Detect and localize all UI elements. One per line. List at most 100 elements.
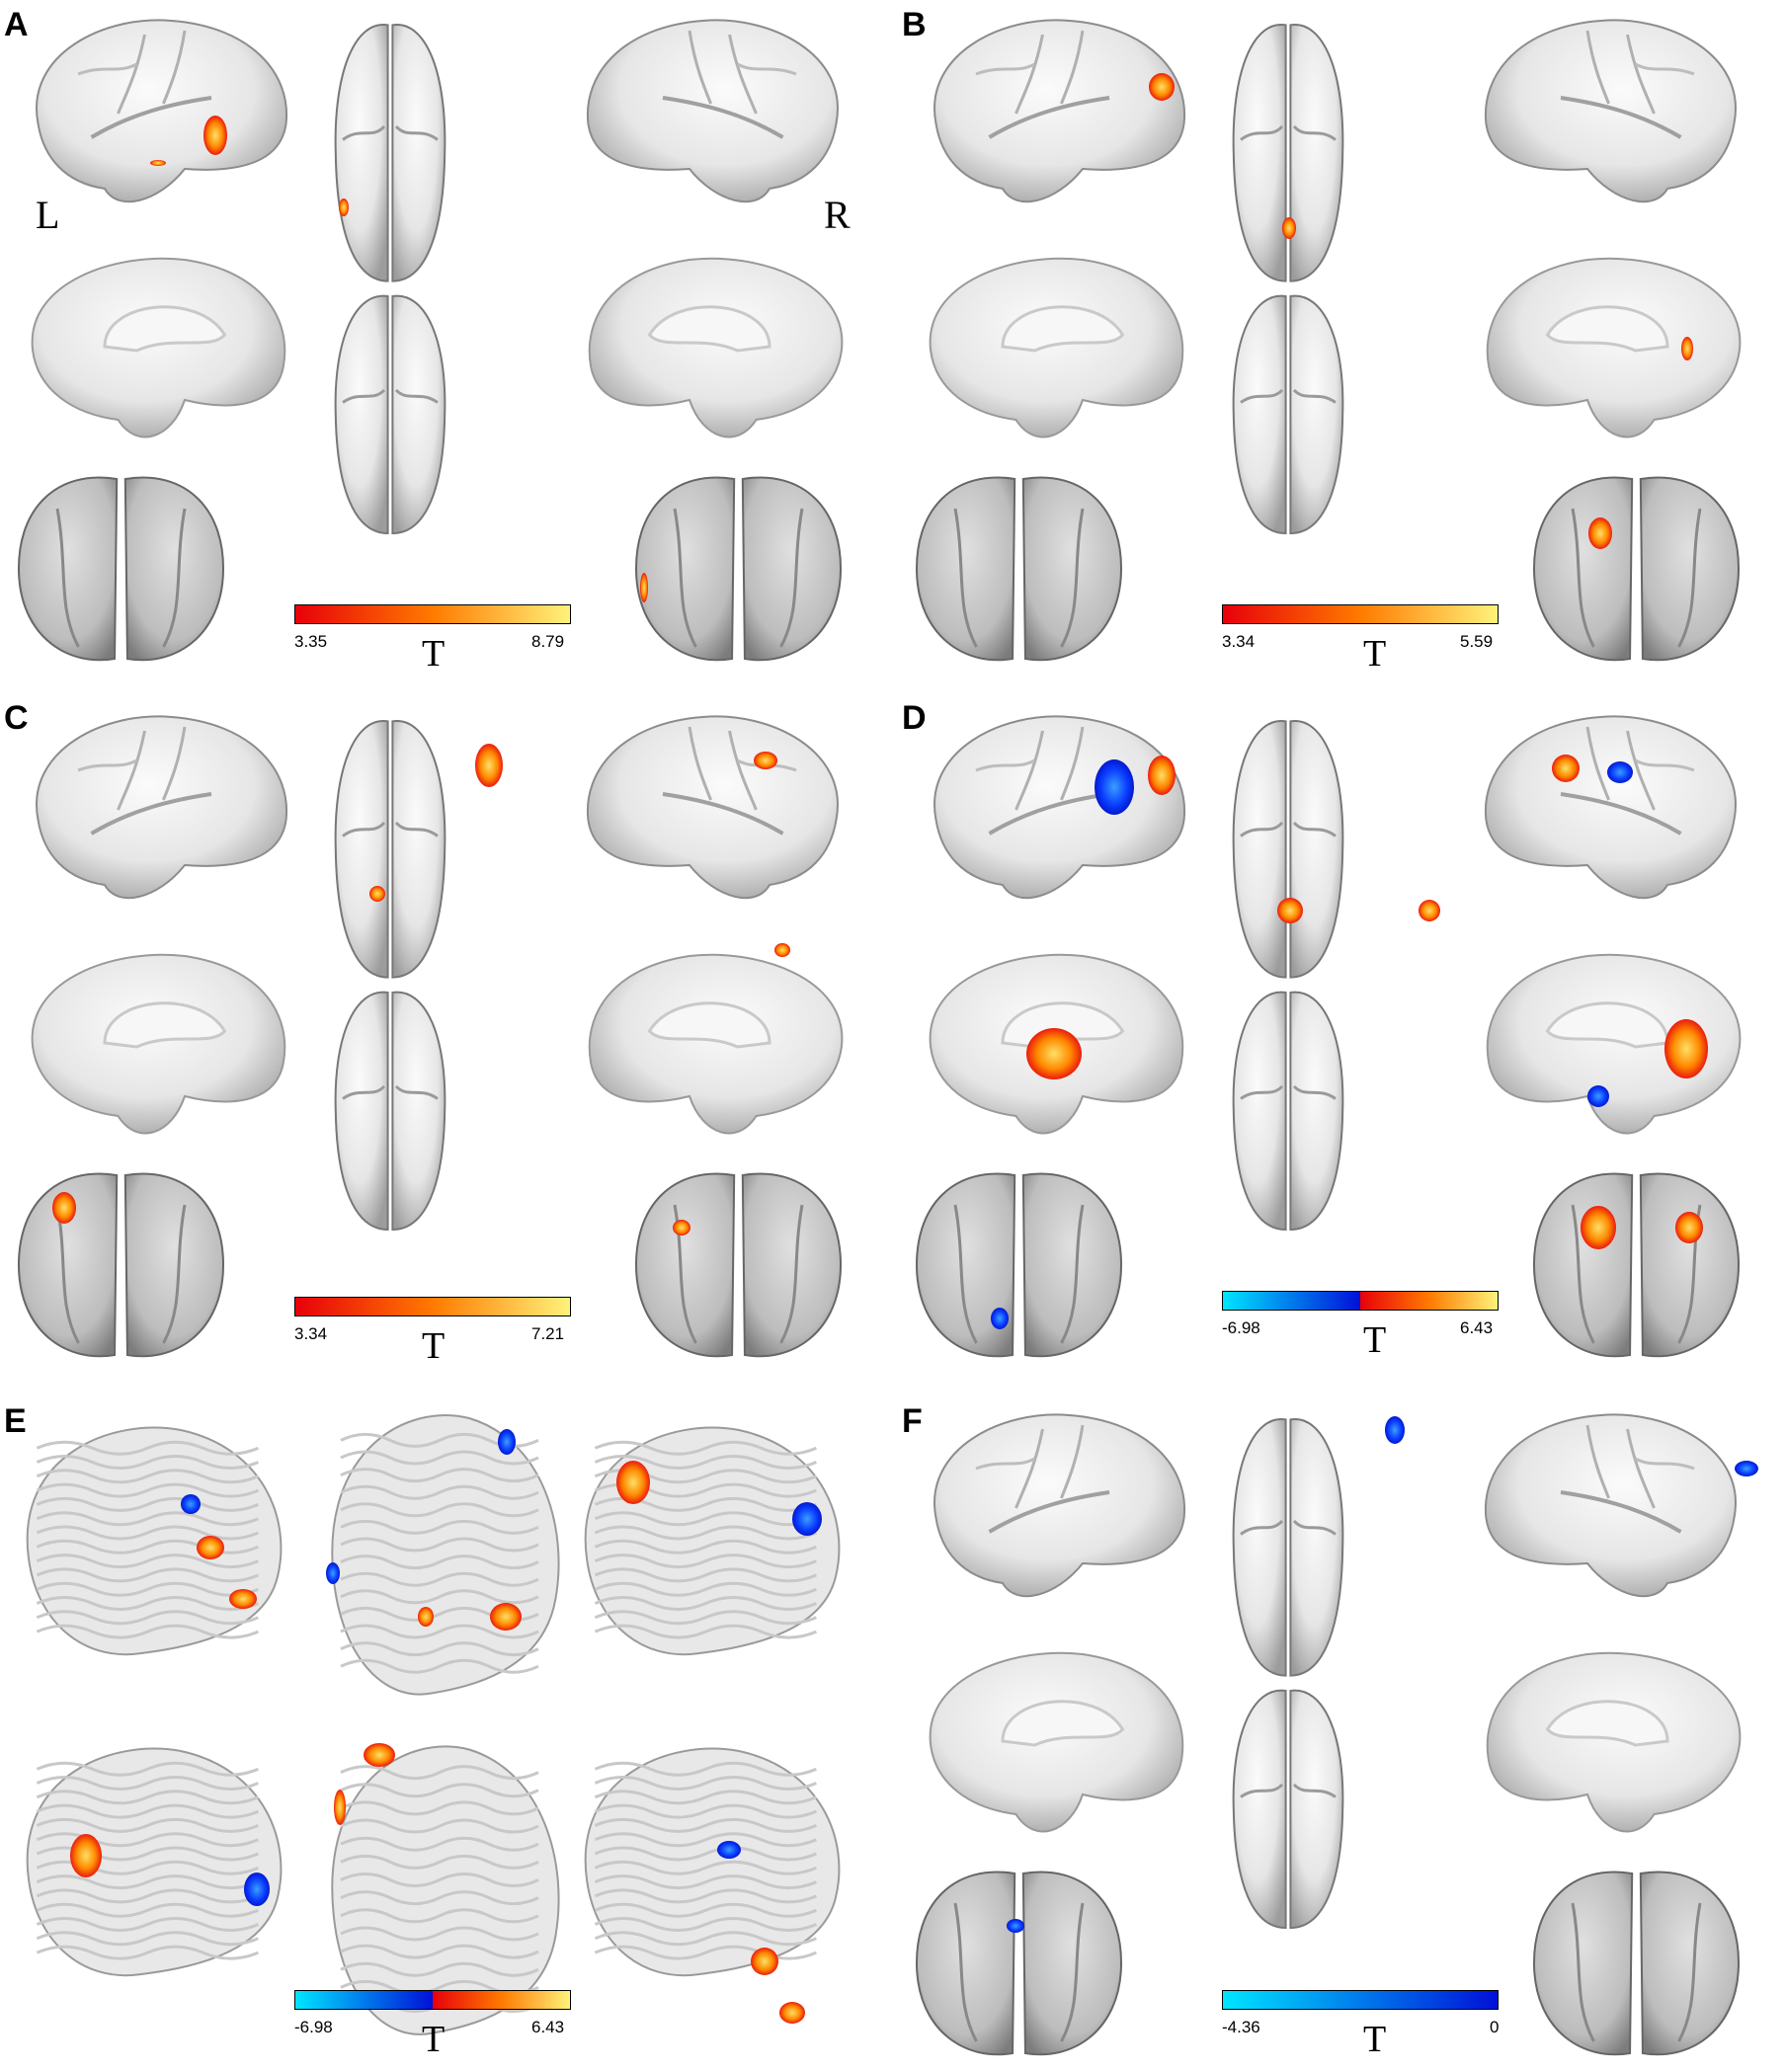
colorbar-d-stat-label: T	[1363, 1319, 1387, 1361]
colorbar-f-max-label: 0	[1490, 2018, 1500, 2036]
panel-d-cluster-2	[1148, 756, 1176, 795]
panel-a-right-lateral-view	[586, 19, 839, 203]
panel-b-cluster-4	[1588, 518, 1612, 549]
colorbar-a-stat-label: T	[422, 633, 446, 675]
panel-d-cluster-11	[1581, 1206, 1616, 1249]
panel-d-right-medial-view	[1486, 953, 1742, 1135]
panel-e-ventral-surface	[331, 1745, 560, 2035]
panel-letter-a: A	[4, 6, 29, 43]
panel-b-right-lateral-view	[1484, 19, 1737, 203]
panel-d-dorsal-view	[1232, 720, 1344, 979]
panel-f-cluster-3	[1007, 1919, 1024, 1933]
panel-e-cluster-10	[70, 1834, 102, 1877]
panel-c-cluster-4	[774, 943, 790, 957]
panel-d-cluster-9	[1587, 1085, 1609, 1107]
panel-e-cluster-3	[229, 1589, 257, 1609]
panel-d-left-lateral-view	[933, 715, 1186, 900]
panel-b-posterior-view	[1533, 476, 1740, 662]
colorbar-b-stat-label: T	[1363, 633, 1387, 675]
panel-f-left-medial-view	[929, 1651, 1184, 1833]
colorbar-d-min-label: -6.98	[1222, 1318, 1260, 1337]
panel-d-posterior-view	[1533, 1172, 1740, 1358]
panel-e-cluster-7	[418, 1607, 434, 1627]
panel-e-right-lateral-surface	[584, 1426, 841, 1656]
panel-d-cluster-8	[1664, 1019, 1708, 1078]
panel-e-cluster-4	[498, 1429, 516, 1455]
colorbar-d-max-label: 6.43	[1460, 1318, 1494, 1337]
colorbar-e-min-label: -6.98	[294, 2018, 333, 2036]
panel-d-anterior-view	[916, 1172, 1122, 1358]
panel-b-cluster-3	[1681, 337, 1693, 360]
panel-a-anterior-view	[18, 476, 224, 662]
panel-e-dorsal-surface	[331, 1414, 560, 1696]
panel-d-ventral-view	[1232, 991, 1344, 1232]
panel-d-cluster-7	[1026, 1028, 1082, 1079]
panel-c-dorsal-view	[334, 720, 446, 979]
panel-f-cluster-2	[1735, 1461, 1758, 1476]
panel-c-posterior-view	[635, 1172, 842, 1358]
panel-b-anterior-view	[916, 476, 1122, 662]
panel-b-dorsal-view	[1232, 24, 1344, 282]
panel-a-cluster-3	[339, 199, 349, 216]
panel-e-cluster-1	[181, 1494, 201, 1514]
panel-c-anterior-view	[18, 1172, 224, 1358]
panel-a-right-medial-view	[588, 257, 844, 438]
panel-e-cluster-12	[364, 1743, 395, 1767]
panel-e-cluster-11	[244, 1873, 270, 1906]
panel-e-cluster-15	[751, 1948, 778, 1975]
panel-d-cluster-1	[1095, 759, 1134, 815]
panel-c-cluster-6	[673, 1220, 690, 1235]
orientation-left-label: L	[36, 193, 60, 237]
panel-f-cluster-1	[1385, 1416, 1405, 1444]
panel-a-left-medial-view	[31, 257, 286, 438]
panel-e-cluster-2	[197, 1536, 224, 1559]
panel-a-ventral-view	[334, 294, 446, 535]
panel-f-anterior-view	[916, 1871, 1122, 2056]
panel-c-cluster-5	[52, 1192, 76, 1224]
panel-f-right-medial-view	[1486, 1651, 1742, 1833]
colorbar-a-max-label: 8.79	[531, 632, 565, 651]
panel-e-cluster-6	[490, 1603, 522, 1631]
panel-d-cluster-12	[1675, 1212, 1703, 1243]
panel-e-right-medial-surface	[584, 1747, 841, 1977]
panel-d-cluster-5	[1277, 898, 1303, 923]
panel-d-cluster-6	[1419, 900, 1440, 921]
panel-e-cluster-8	[616, 1461, 650, 1504]
panel-c-ventral-view	[334, 991, 446, 1232]
panel-c-right-lateral-view	[586, 715, 839, 900]
panel-c-cluster-1	[475, 744, 503, 787]
orientation-right-label: R	[824, 193, 851, 237]
panel-c-left-medial-view	[31, 953, 286, 1135]
panel-a-posterior-view	[635, 476, 842, 662]
panel-a-left-lateral-view	[36, 19, 288, 203]
panel-a-cluster-2	[150, 160, 166, 166]
panel-c-cluster-3	[369, 886, 385, 902]
panel-f-posterior-view	[1533, 1871, 1740, 2056]
colorbar-e-stat-label: T	[422, 2019, 446, 2060]
colorbar-b-min-label: 3.34	[1222, 632, 1256, 651]
panel-d-cluster-3	[1552, 755, 1580, 782]
panel-e-left-lateral-surface	[26, 1426, 283, 1656]
colorbar-b	[1222, 604, 1499, 624]
panel-c-right-medial-view	[588, 953, 844, 1135]
panel-letter-d: D	[902, 699, 927, 737]
colorbar-c-stat-label: T	[422, 1325, 446, 1367]
colorbar-a	[294, 604, 571, 624]
panel-a-cluster-4	[640, 573, 648, 602]
panel-letter-f: F	[902, 1402, 923, 1440]
panel-e-left-medial-surface	[26, 1747, 283, 1977]
panel-e-cluster-13	[334, 1790, 346, 1825]
panel-b-left-medial-view	[929, 257, 1184, 438]
colorbar-d	[1222, 1291, 1499, 1311]
panel-letter-c: C	[4, 699, 29, 737]
panel-a-cluster-1	[203, 116, 227, 155]
panel-f-dorsal-view	[1232, 1418, 1344, 1677]
panel-d-cluster-4	[1607, 761, 1633, 783]
panel-b-ventral-view	[1232, 294, 1344, 535]
panel-e-cluster-9	[792, 1502, 822, 1536]
panel-b-cluster-2	[1282, 217, 1296, 239]
panel-b-cluster-1	[1149, 73, 1175, 101]
panel-f-right-lateral-view	[1484, 1413, 1737, 1598]
panel-d-cluster-10	[991, 1308, 1009, 1329]
